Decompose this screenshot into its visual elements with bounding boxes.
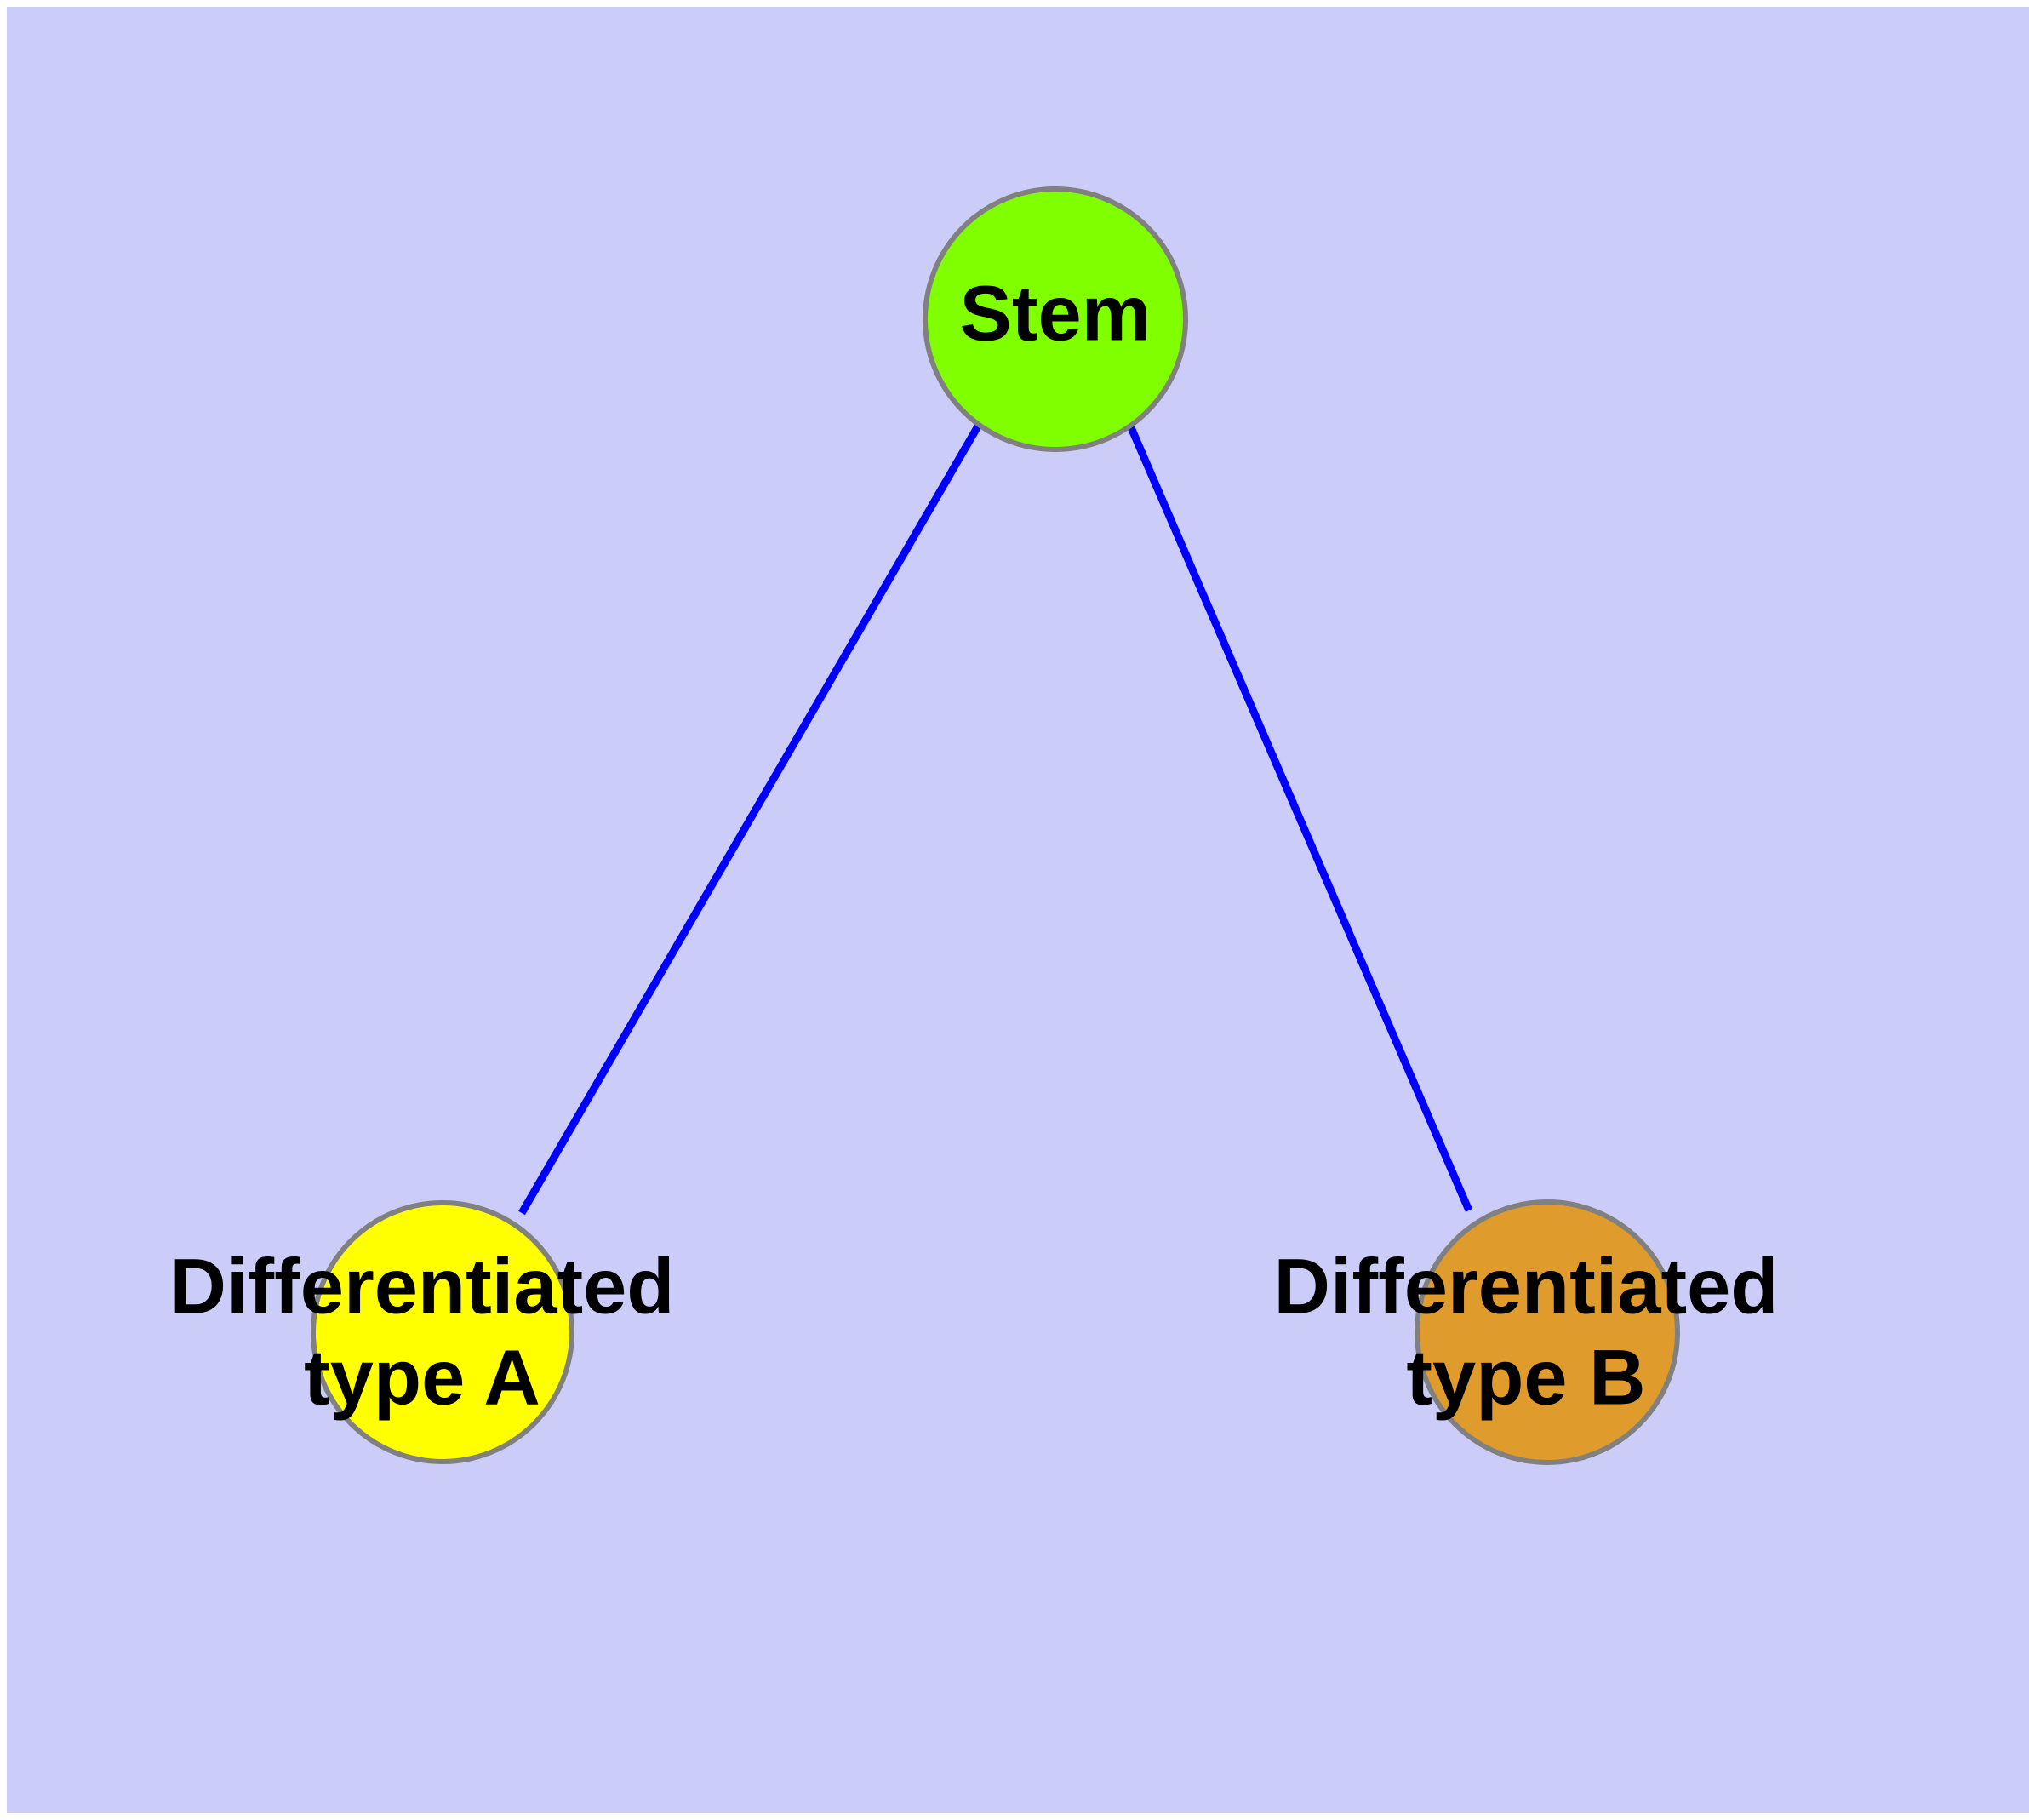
node-differentiated-type-a-label-line2: type A: [304, 1334, 540, 1421]
node-stem-circle[interactable]: [923, 186, 1188, 452]
node-differentiated-type-b-circle[interactable]: [1415, 1199, 1680, 1465]
node-layer: Stem Differentiated type A Differentiate…: [170, 186, 1779, 1465]
node-differentiated-type-a[interactable]: Differentiated type A: [170, 1200, 675, 1464]
node-differentiated-type-b[interactable]: Differentiated type B: [1274, 1199, 1779, 1465]
edge-stem-to-differentiated-type-a[interactable]: [518, 422, 982, 1216]
node-stem[interactable]: Stem: [923, 186, 1188, 452]
edge-layer: [518, 422, 1473, 1216]
node-differentiated-type-b-label-line2: type B: [1406, 1334, 1645, 1421]
node-differentiated-type-a-circle[interactable]: [311, 1200, 574, 1464]
node-differentiated-type-b-label-line1: Differentiated: [1274, 1243, 1779, 1330]
node-differentiated-type-a-label-line1: Differentiated: [170, 1243, 675, 1330]
node-stem-label: Stem: [960, 270, 1152, 357]
edge-stem-to-differentiated-type-b[interactable]: [1126, 424, 1473, 1212]
